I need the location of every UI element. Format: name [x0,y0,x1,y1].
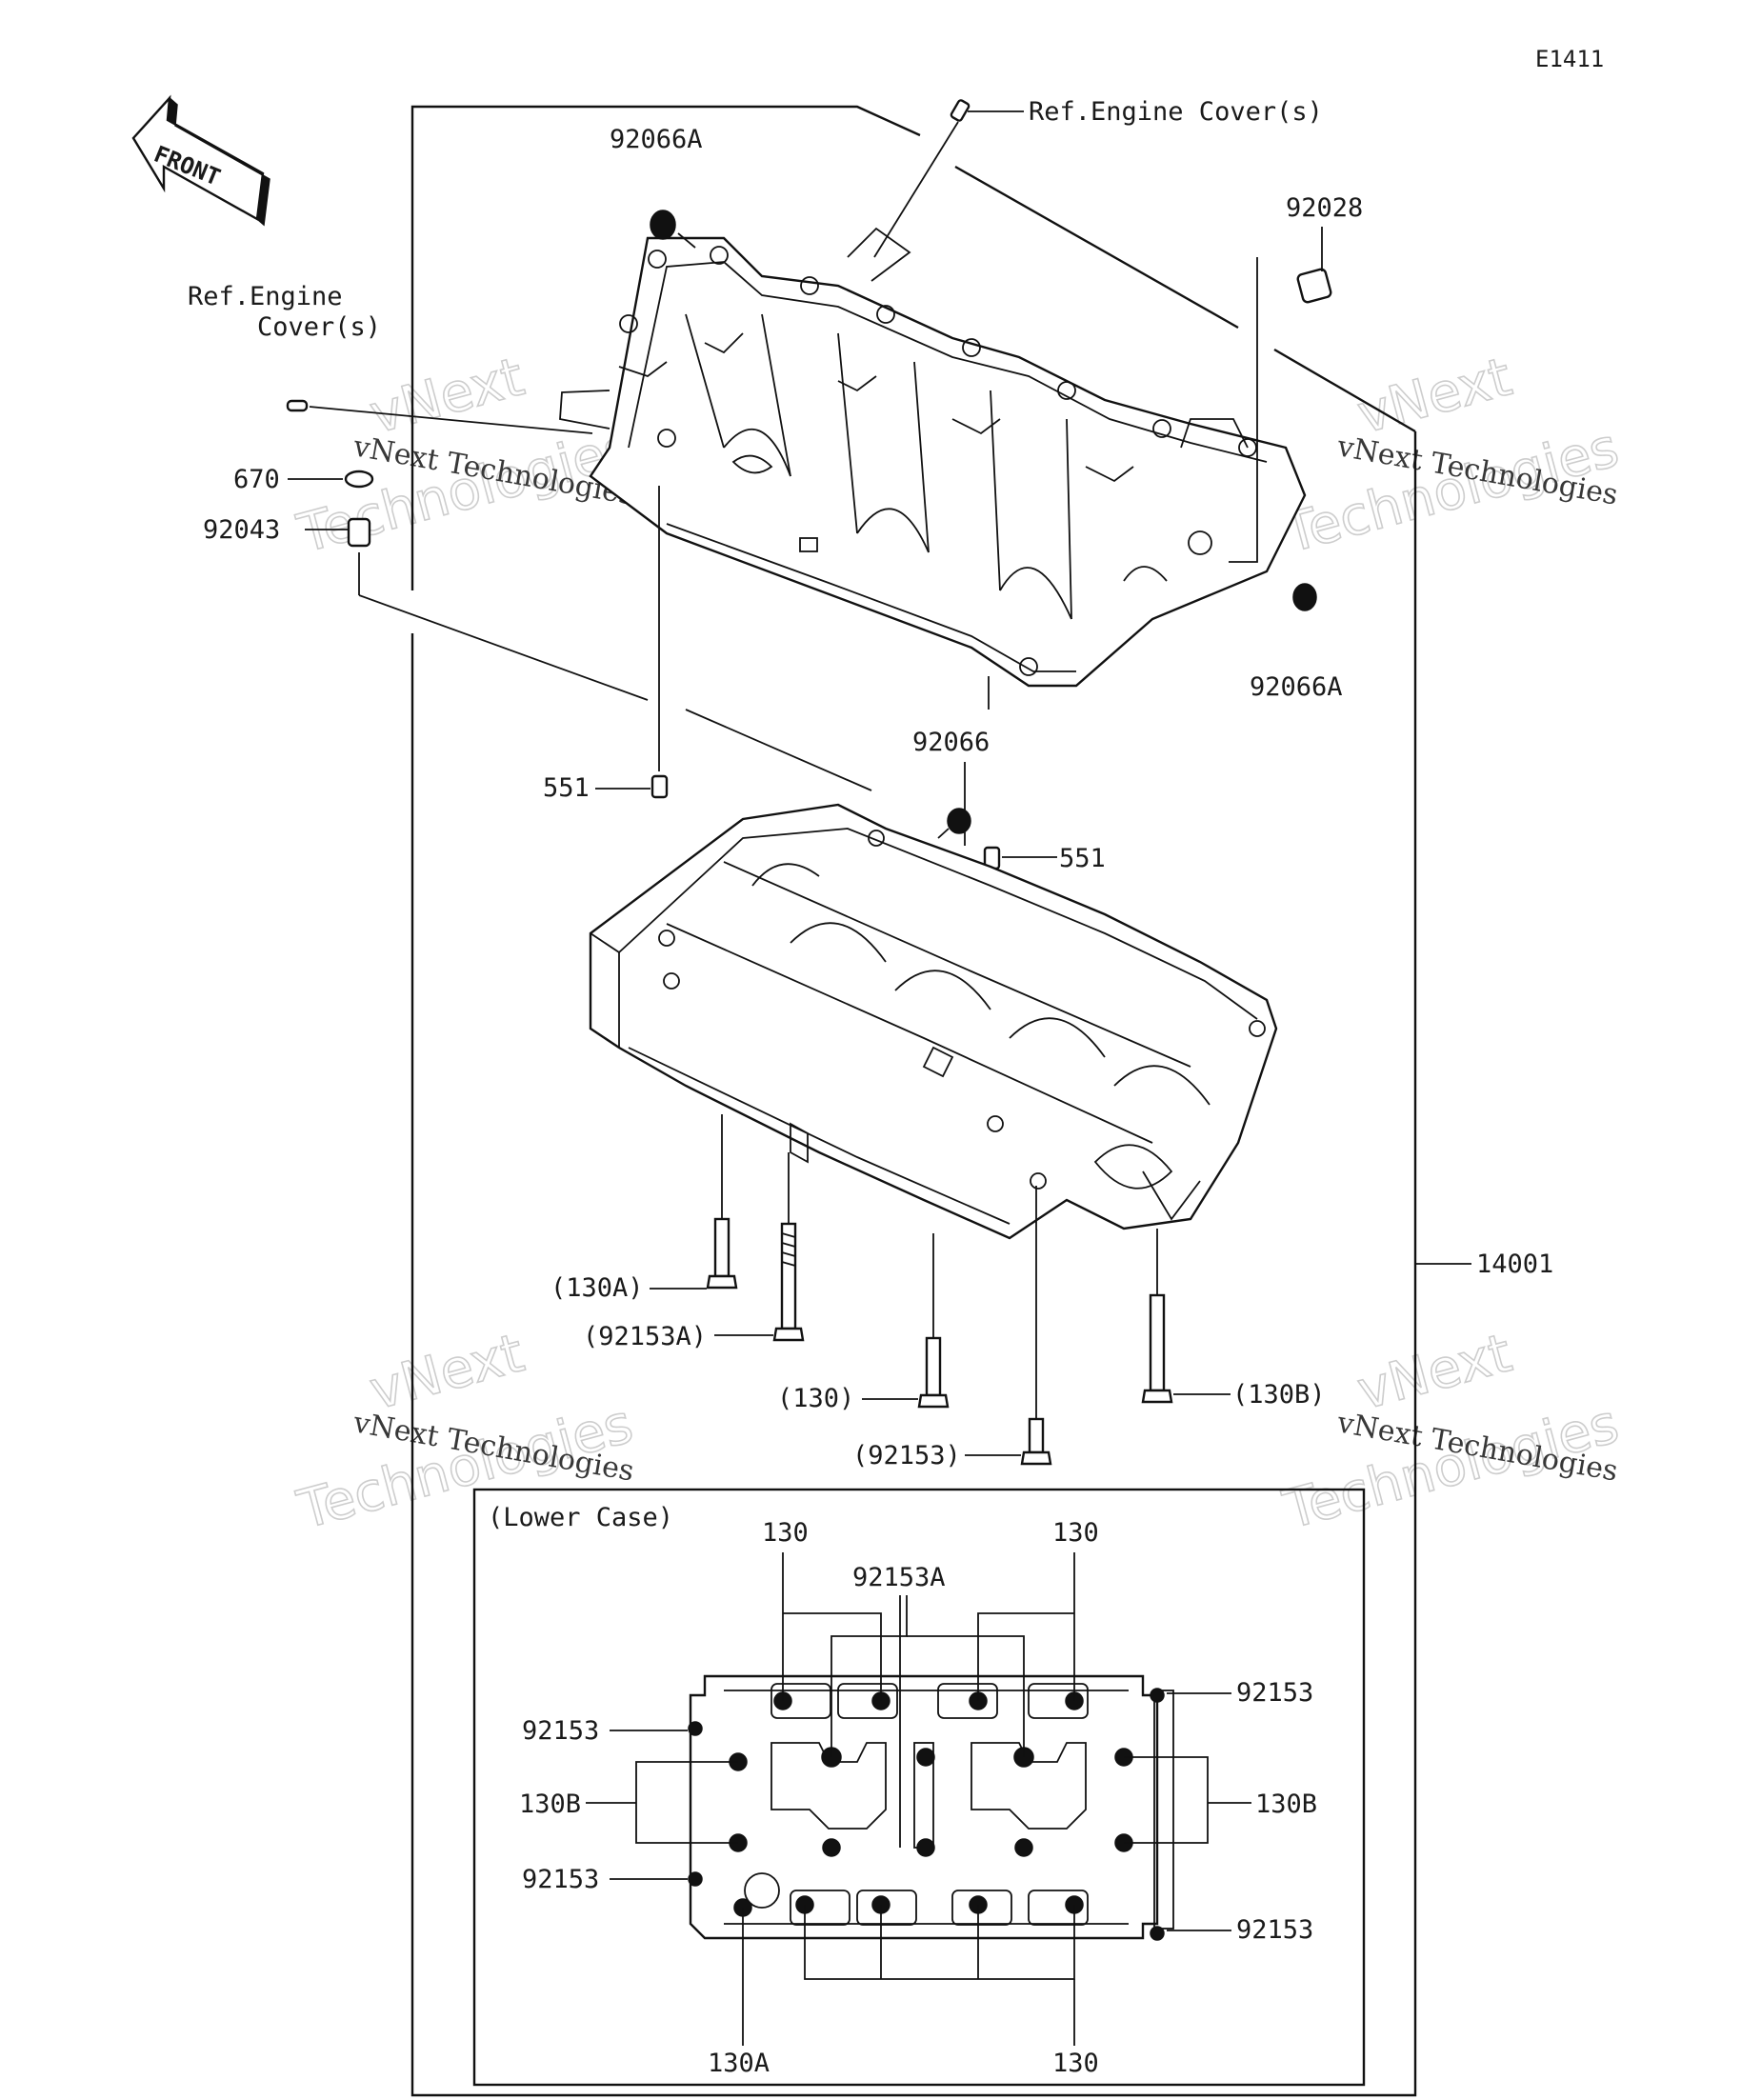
label-14001: 14001 [1476,1250,1553,1279]
part-92066A-right: 92066A [1250,583,1343,702]
lc-label-92153A: 92153A [852,1563,946,1592]
svg-text:vNext: vNext [364,1322,530,1422]
part-551-left: 551 [543,773,669,803]
label-130: (130) [777,1384,854,1413]
lc-label-130-top-left: 130 [762,1518,809,1548]
lc-label-130A-bottom: 130A [708,2049,770,2078]
bolt-130A: (130A) [550,1114,738,1303]
label-551-left: 551 [543,773,590,803]
lc-label-92153-right-bottom: 92153 [1236,1915,1313,1945]
label-92043: 92043 [203,515,280,545]
part-670: 670 [233,465,374,494]
lc-label-130-bottom: 130 [1052,2049,1099,2078]
svg-text:vNext: vNext [1351,1322,1518,1422]
label-92066A-right: 92066A [1250,672,1343,702]
lower-case-inset: (Lower Case) [472,1488,1366,2087]
diagram-id: E1411 [1535,46,1604,72]
svg-text:vNext: vNext [364,346,530,446]
ref-engine-cover-top: Ref.Engine Cover(s) [847,97,1323,282]
svg-text:vNext: vNext [1351,346,1518,446]
bolt-130: (130) [777,1233,950,1413]
label-92066: 92066 [912,728,990,757]
label-92153: (92153) [852,1441,961,1470]
lc-label-92153-left-top: 92153 [522,1716,599,1746]
watermark-top-right: vNext Technologies vNext Technologies [1276,346,1626,567]
label-130A: (130A) [550,1273,644,1303]
label-551-right: 551 [1059,844,1106,873]
upper-crankcase [559,236,1307,688]
part-92066: 92066 [912,728,990,846]
watermark-top-left: vNext Technologies vNext Technologies [290,346,640,567]
part-551-right: 551 [983,844,1106,873]
label-670: 670 [233,465,280,494]
front-arrow-icon: FRONT [131,94,270,227]
watermark-bottom-right: vNext Technologies vNext Technologies [1276,1322,1626,1543]
lc-label-130B-left: 130B [519,1790,581,1819]
ref-engine-cover-top-label: Ref.Engine Cover(s) [1029,97,1323,127]
ref-engine-cover-left: Ref.Engine Cover(s) [188,282,593,434]
ref-engine-cover-left-label-2: Cover(s) [257,312,381,342]
label-92066A-top: 92066A [610,125,703,154]
part-92066A-top: 92066A [610,125,703,249]
part-14001: 14001 [1415,1250,1553,1279]
label-92153A: (92153A) [583,1322,707,1351]
lower-crankcase [589,709,1278,1240]
bolt-130B: (130B) [1141,1229,1326,1410]
bolt-92153: (92153) [852,1186,1052,1470]
label-92028: 92028 [1286,193,1363,223]
lc-label-130B-right: 130B [1255,1790,1317,1819]
ref-engine-cover-left-label-1: Ref.Engine [188,282,343,311]
label-130B: (130B) [1232,1380,1326,1410]
bolt-92153A: (92153A) [583,1152,805,1351]
lower-case-title: (Lower Case) [488,1503,673,1532]
part-92043: 92043 [203,515,649,701]
part-92028: 92028 [1229,193,1363,563]
lc-label-92153-left-bottom: 92153 [522,1865,599,1894]
lc-label-92153-right-top: 92153 [1236,1678,1313,1708]
lc-label-130-top-right: 130 [1052,1518,1099,1548]
